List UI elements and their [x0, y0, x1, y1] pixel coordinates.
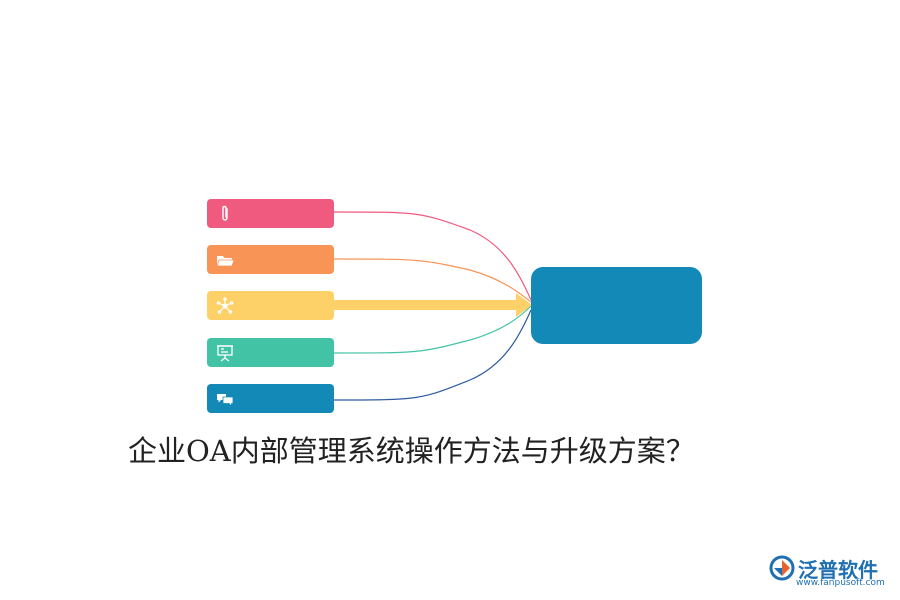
brand-name: 泛普软件: [798, 558, 878, 582]
connector-blue: [333, 309, 532, 401]
node-4: [207, 338, 334, 367]
connector-orange: [333, 258, 532, 303]
chat-bubbles-icon: [217, 394, 234, 407]
brand-logo-icon: [769, 555, 795, 581]
network-icon: [216, 297, 234, 314]
node-1: [207, 199, 334, 228]
node-5: [207, 384, 334, 413]
connector-arrow-head: [516, 293, 532, 317]
brand-url: www.fanpusoft.com: [796, 578, 885, 588]
central-node: [531, 267, 702, 344]
connector-arrow-shaft: [334, 300, 518, 310]
folder-icon: [216, 256, 235, 267]
watermark-logo: 泛普软件 www.fanpusoft.com: [768, 554, 894, 594]
presentation-icon: [217, 345, 233, 362]
connector-pink: [333, 211, 532, 301]
connector-teal: [333, 305, 532, 354]
node-3: [207, 291, 334, 320]
paperclip-icon: [222, 205, 228, 221]
page-title: 企业OA内部管理系统操作方法与升级方案？: [128, 434, 695, 468]
node-2: [207, 245, 334, 274]
